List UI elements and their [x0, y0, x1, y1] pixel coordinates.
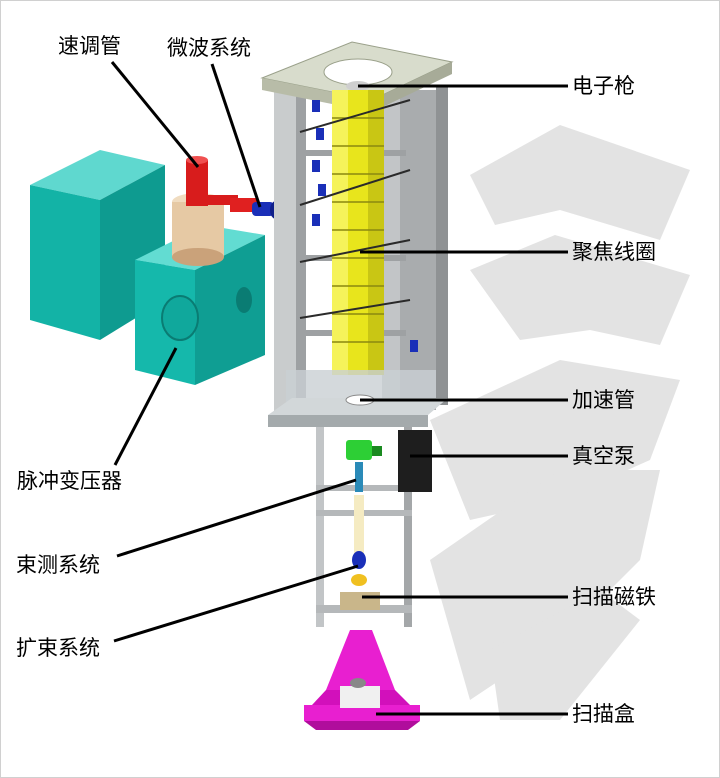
label-beam-expand-system: 扩束系统 [16, 636, 100, 660]
leader-lines [110, 61, 568, 716]
ground-shadow [430, 125, 690, 720]
label-velocity-tube: 速调管 [58, 34, 121, 58]
label-accelerator-tube: 加速管 [572, 388, 635, 412]
label-focus-coil: 聚焦线圈 [572, 240, 656, 264]
label-vacuum-pump: 真空泵 [572, 444, 635, 468]
klystron [172, 156, 238, 266]
scan-box [304, 630, 420, 730]
label-beam-measure-system: 束测系统 [16, 553, 100, 577]
label-microwave-system: 微波系统 [167, 36, 251, 60]
label-pulse-transformer: 脉冲变压器 [17, 469, 122, 493]
label-electron-gun: 电子枪 [572, 74, 635, 98]
label-scan-box: 扫描盒 [572, 702, 635, 726]
label-scan-magnet: 扫描磁铁 [572, 585, 656, 609]
accelerator-tower [260, 41, 454, 627]
pulse-transformer [30, 150, 265, 385]
